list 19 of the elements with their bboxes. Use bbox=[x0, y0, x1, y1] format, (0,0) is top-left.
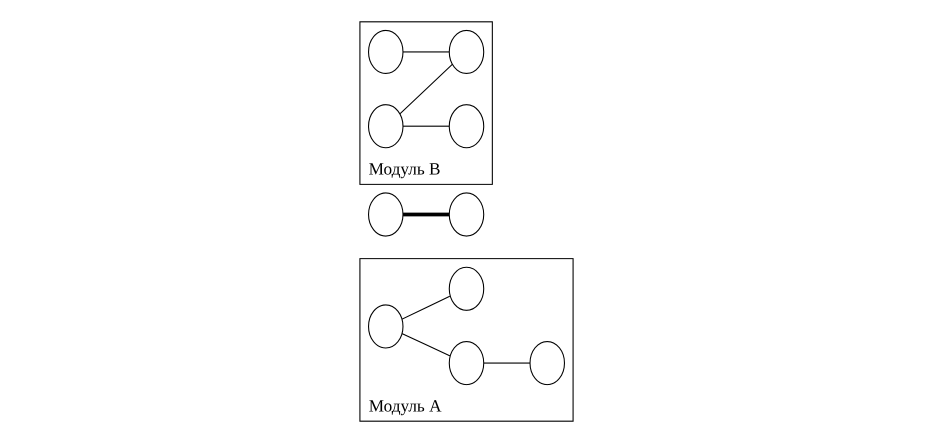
connector bbox=[402, 212, 449, 216]
node-circle bbox=[448, 341, 484, 386]
node-circle bbox=[368, 30, 404, 74]
node-circle bbox=[528, 341, 564, 386]
node-circle bbox=[368, 304, 404, 349]
cluster: Модуль А bbox=[358, 258, 574, 422]
node-circle bbox=[368, 104, 404, 148]
connector bbox=[402, 126, 449, 127]
connector bbox=[483, 362, 530, 364]
node-circle bbox=[448, 266, 484, 311]
connector bbox=[401, 296, 450, 320]
node-circle bbox=[448, 104, 484, 148]
node-circle bbox=[448, 192, 484, 237]
node-circle bbox=[368, 192, 404, 237]
connector bbox=[402, 333, 450, 356]
connector bbox=[399, 64, 452, 114]
cluster: Модуль В bbox=[358, 21, 492, 185]
connector bbox=[402, 51, 449, 52]
node-circle bbox=[448, 30, 484, 74]
